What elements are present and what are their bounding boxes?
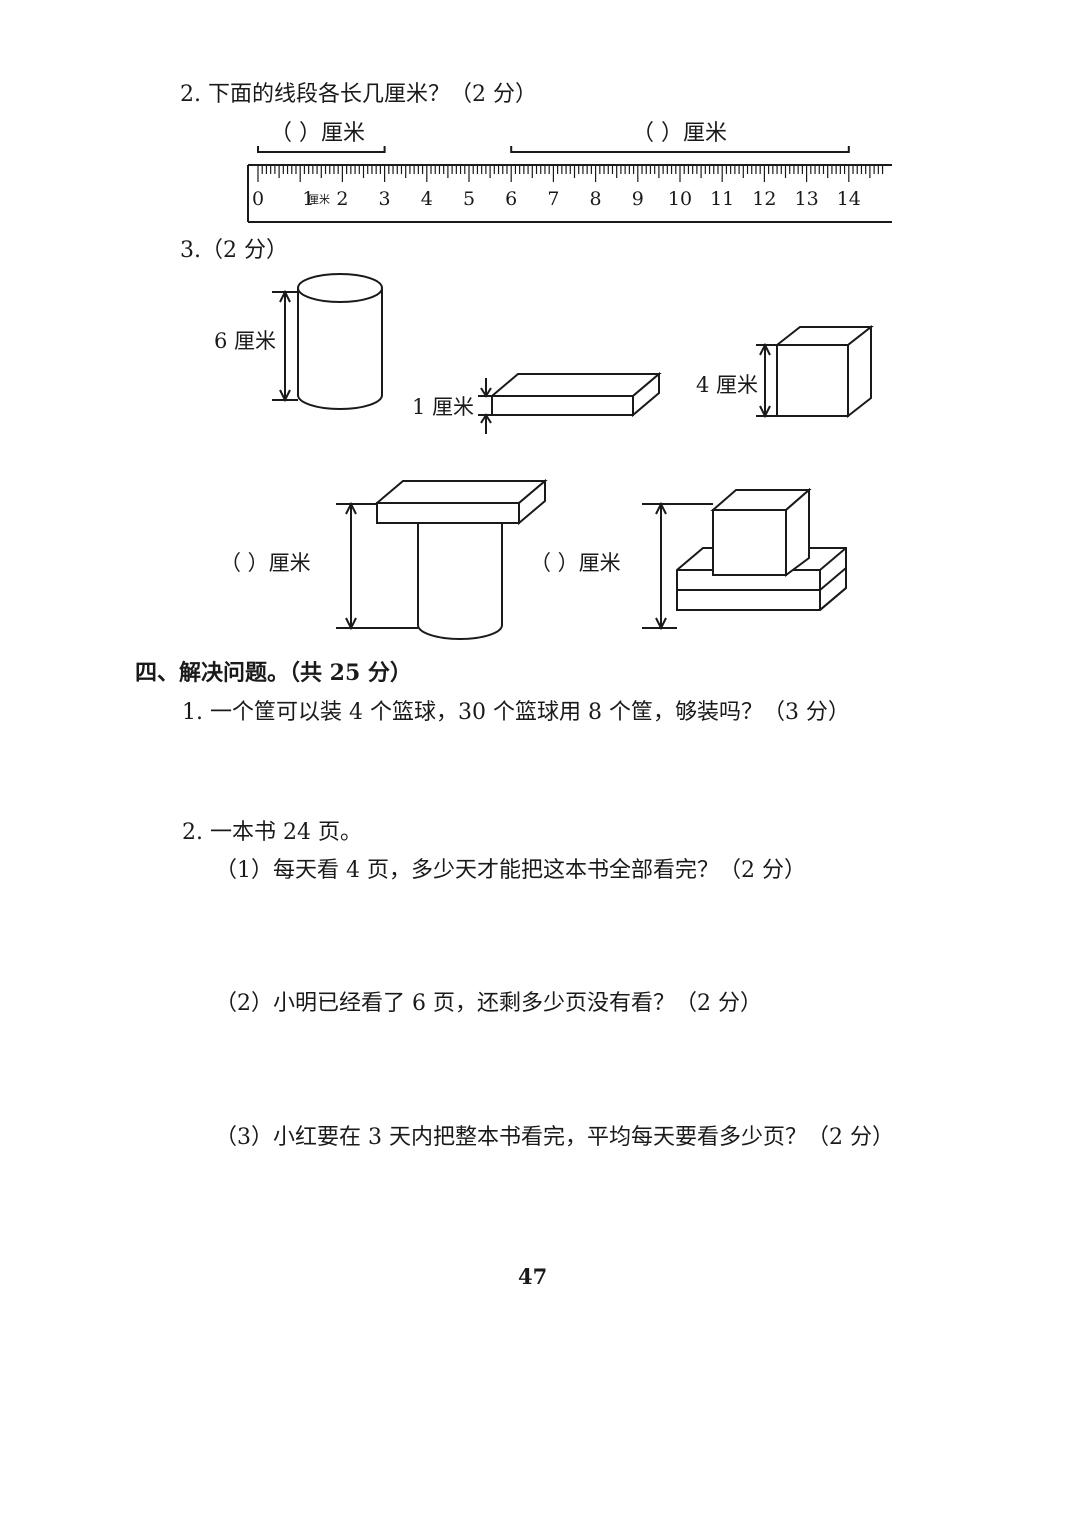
cylinder-height-label: 6 厘米 [214,329,276,353]
ruler-number: 12 [752,188,776,210]
ruler-number: 13 [795,188,819,210]
ruler-number: 14 [837,188,861,210]
section-4-heading: 四、解决问题。（共 25 分） [135,660,412,686]
ruler-number: 1 [302,188,314,210]
ruler-number: 8 [590,188,602,210]
problem-2-1: （1）每天看 4 页，多少天才能把这本书全部看完？（2 分） [215,858,806,883]
q3-title: 3.（2 分） [180,238,288,263]
cylinder [297,273,383,410]
board [489,371,662,418]
board-on-cylinder [374,478,548,640]
problem-2-3: （3）小红要在 3 天内把整本书看完，平均每天要看多少页？（2 分） [215,1125,894,1150]
ruler-number: 6 [505,188,517,210]
ruler-number: 11 [710,188,734,210]
ruler-number: 4 [421,188,433,210]
cylinder-height-marker [272,289,298,403]
segment-1-label: （ ）厘米 [270,121,365,146]
board-height-label: 1 厘米 [412,395,474,419]
cube-height-label: 4 厘米 [696,373,758,397]
ruler-number: 9 [632,188,644,210]
page-number: 47 [518,1264,548,1289]
board-height-marker [478,378,492,434]
problem-1: 1. 一个筐可以装 4 个篮球，30 个篮球用 8 个筐，够装吗？（3 分） [182,700,850,725]
ruler-number: 5 [463,188,475,210]
ruler-number: 0 [252,188,264,210]
ruler-number: 2 [336,188,348,210]
solids-figure: 6 厘米 1 厘米 4 厘米 （ ）厘米 （ ）厘米 [214,273,874,640]
problem-2-2: （2）小明已经看了 6 页，还剩多少页没有看？（2 分） [215,991,762,1016]
combo-2-height-marker [642,501,713,631]
combo-1-height-marker [336,501,418,631]
combo-2-blank: （ ）厘米 [530,551,621,575]
q2-title: 2. 下面的线段各长几厘米？（2 分） [180,82,537,107]
cube [774,324,874,419]
ruler-unit: 厘米 [308,193,330,206]
ruler-number: 7 [547,188,559,210]
segment-2-bracket [510,146,850,153]
problem-2: 2. 一本书 24 页。 [182,820,362,845]
combo-1-blank: （ ）厘米 [220,551,311,575]
segment-2-label: （ ）厘米 [632,121,727,146]
cube-on-boards [676,487,847,611]
ruler-number: 10 [668,188,692,210]
ruler-number: 3 [379,188,391,210]
segment-1-bracket [257,146,386,153]
cube-height-marker [756,342,777,419]
